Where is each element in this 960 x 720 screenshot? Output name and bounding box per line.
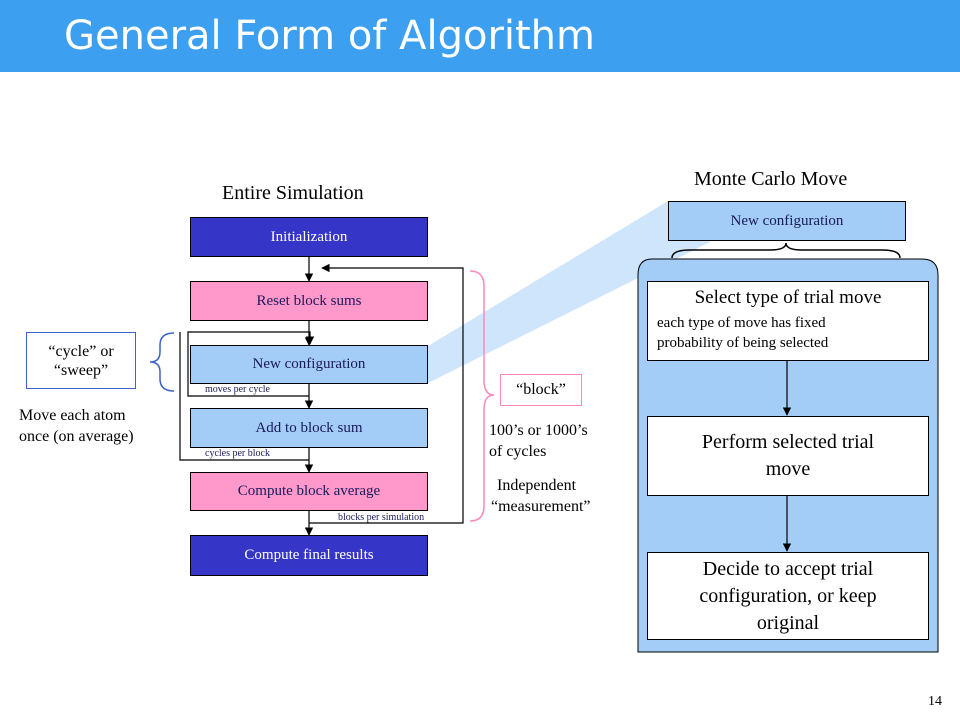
cycles-per-block-label: cycles per block [205, 448, 270, 459]
hundreds-of-cycles-line2: of cycles [489, 443, 547, 460]
cycle-sweep-line2: “sweep” [53, 361, 109, 379]
compute-final-results-box: Compute final results [190, 535, 428, 576]
page-title: General Form of Algorithm [64, 13, 595, 59]
blocks-per-simulation-label: blocks per simulation [338, 512, 425, 523]
perform-trial-move-box: Perform selected trial move [647, 416, 929, 496]
select-trial-move-box: Select type of trial move each type of m… [647, 281, 929, 361]
block-box: “block” [500, 374, 582, 406]
hundreds-of-cycles-line1: 100’s or 1000’s [489, 422, 588, 439]
initialization-box: Initialization [190, 217, 428, 257]
independent-line1: Independent [497, 477, 577, 494]
perform-trial-move-line1: Perform selected trial [701, 431, 875, 453]
block-bracket [469, 270, 495, 522]
decide-accept-box: Decide to accept trial configuration, or… [647, 552, 929, 640]
independent-line2: “measurement” [491, 498, 591, 515]
decide-accept-line3: original [756, 611, 820, 634]
cycle-sweep-box: “cycle” or “sweep” [26, 332, 136, 389]
loop-cycles-per-block [179, 332, 309, 461]
compute-block-average-box: Compute block average [190, 472, 428, 511]
new-configuration-box: New configuration [190, 345, 428, 384]
move-each-atom-line2: once (on average) [19, 428, 134, 445]
title-bar: General Form of Algorithm [0, 0, 960, 72]
select-trial-move-sub1: each type of move has fixed [657, 315, 826, 331]
move-each-atom-line1: Move each atom [19, 407, 126, 424]
page-number: 14 [928, 694, 942, 709]
cycle-sweep-line1: “cycle” or [48, 342, 114, 360]
moves-per-cycle-label: moves per cycle [205, 384, 270, 395]
decide-accept-line1: Decide to accept trial [702, 557, 874, 580]
select-trial-move-sub2: probability of being selected [657, 335, 829, 351]
entire-simulation-heading: Entire Simulation [222, 182, 364, 204]
loop-blocks-per-simulation [309, 263, 464, 524]
perform-trial-move-line2: move [765, 458, 811, 480]
zoom-band [428, 201, 710, 383]
monte-carlo-move-heading: Monte Carlo Move [694, 168, 848, 190]
mc-new-configuration-box: New configuration [668, 201, 906, 241]
loop-moves-per-cycle [187, 331, 315, 397]
select-trial-move-title: Select type of trial move [694, 287, 882, 308]
mc-brace [671, 242, 901, 259]
cycle-bracket [149, 332, 175, 392]
reset-block-sums-box: Reset block sums [190, 281, 428, 321]
add-to-block-sum-box: Add to block sum [190, 408, 428, 448]
decide-accept-line2: configuration, or keep [699, 584, 877, 607]
